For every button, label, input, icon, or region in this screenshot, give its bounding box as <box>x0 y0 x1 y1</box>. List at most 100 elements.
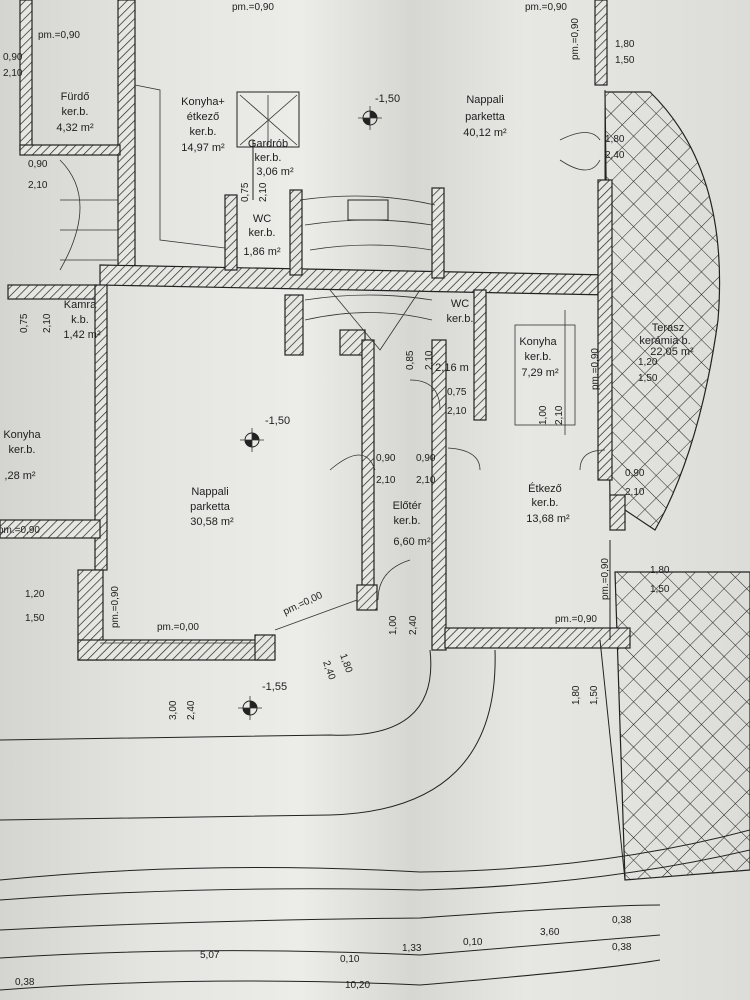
room-area: 22,05 m² <box>650 346 694 358</box>
dimension-label: 1,50 <box>25 613 45 624</box>
garden-path <box>0 639 750 991</box>
dimension-label: 3,00 <box>168 700 179 720</box>
dimension-label: 0,38 <box>612 942 632 953</box>
dimension-label: 2,40 <box>605 150 625 161</box>
room-floor: ker.b. <box>532 497 559 509</box>
dimension-label: pm.=0,90 <box>0 525 40 536</box>
dimension-label: pm.=0,90 <box>38 30 80 41</box>
room-floor: kerámia b. <box>639 335 690 347</box>
dimension-label: pm.=0,90 <box>110 586 121 628</box>
dimension-label: pm.=0,90 <box>232 2 274 13</box>
dimension-label: 0,90 <box>416 453 436 464</box>
dimension-label: 0,75 <box>19 313 30 333</box>
dimension-labels: pm.=0,90 0,90 2,10 0,90 2,10 0,75 2,10 0… <box>0 2 670 720</box>
room-floor: ker.b. <box>249 227 276 239</box>
room-name: Konyha <box>3 429 41 441</box>
room-name: Nappali <box>466 94 503 106</box>
dimension-label: pm.=0,90 <box>525 2 567 13</box>
dimension-label: 3,60 <box>540 927 560 938</box>
dimension-label: 0,75 <box>447 387 467 398</box>
dimension-label: 1,50 <box>638 373 658 384</box>
level-value: -1,50 <box>375 93 400 105</box>
room-floor: ker.b. <box>190 126 217 138</box>
walls <box>0 0 631 661</box>
room-area: 13,68 m² <box>526 513 570 525</box>
dimension-label: pm.=0,90 <box>555 614 597 625</box>
room-labels: Fürdő ker.b. 4,32 m² Konyha+ étkező ker.… <box>3 91 694 548</box>
dimension-label: 1,80 <box>605 134 625 145</box>
dimension-label: 5,07 <box>200 950 220 961</box>
level-markers <box>238 106 382 720</box>
dimension-label: pm.=0,90 <box>570 18 581 60</box>
dimension-label: 2,10 <box>376 475 396 486</box>
room-area: 3,06 m² <box>256 166 294 178</box>
room-area: 1,42 m² <box>63 329 101 341</box>
dimension-label: pm.=0,90 <box>600 558 611 600</box>
dimension-label: 1,33 <box>402 943 422 954</box>
room-name: étkező <box>187 111 219 123</box>
dimension-label: 2,10 <box>416 475 436 486</box>
dimension-label: 2,10 <box>625 487 645 498</box>
dimension-label: 0,90 <box>376 453 396 464</box>
dimension-label: 0,90 <box>28 159 48 170</box>
dimension-label: 1,50 <box>589 685 600 705</box>
room-name: WC <box>253 213 271 225</box>
dimension-label: 0,75 <box>240 182 251 202</box>
terrace-upper <box>604 91 721 531</box>
level-marker-icon <box>358 106 382 130</box>
dimension-label: 1,80 <box>571 685 582 705</box>
level-value: -1,50 <box>265 415 290 427</box>
room-floor: k.b. <box>71 314 89 326</box>
room-name: WC <box>451 298 469 310</box>
room-floor: ker.b. <box>447 313 474 325</box>
dimension-label: 0,85 <box>405 350 416 370</box>
dimension-label: 2,10 <box>42 313 53 333</box>
room-name: Étkező <box>528 482 562 495</box>
dimension-label: 10,20 <box>345 980 370 991</box>
level-values: -1,50 -1,50 -1,55 <box>262 93 400 693</box>
dimension-label: 2,10 <box>554 405 565 425</box>
dimension-label: 1,80 <box>615 39 635 50</box>
dimension-label: 2,40 <box>408 615 419 635</box>
dimension-label: pm.=0,00 <box>157 622 199 633</box>
room-area: 30,58 m² <box>190 516 234 528</box>
dimension-label: pm.=0,90 <box>590 348 601 390</box>
room-area: 6,60 m² <box>393 536 431 548</box>
level-marker-icon <box>240 428 264 452</box>
dimension-label: 0,38 <box>15 977 35 988</box>
room-floor: parketta <box>190 501 231 513</box>
terrace-lower <box>614 571 750 881</box>
dimension-label: 2,10 <box>258 182 269 202</box>
room-name: Konyha+ <box>181 96 225 108</box>
room-area: ,28 m² <box>4 470 36 482</box>
room-name: Előtér <box>393 500 422 512</box>
dimension-label: 2,10 <box>28 180 48 191</box>
room-name: Fürdő <box>61 91 90 103</box>
dimension-label: 0,10 <box>340 954 360 965</box>
dimension-label: 2,10 <box>3 68 23 79</box>
dimension-label: pm.=0,00 <box>282 590 325 618</box>
dimension-label: 1,00 <box>388 615 399 635</box>
room-area: 1,86 m² <box>243 246 281 258</box>
dimension-label: 1,20 <box>638 357 658 368</box>
floor-outlines <box>59 84 611 644</box>
level-marker-icon <box>238 696 262 720</box>
room-floor: ker.b. <box>394 515 421 527</box>
dimension-label: 1,50 <box>650 584 670 595</box>
room-name: Kamra <box>64 299 97 311</box>
room-floor: ker.b. <box>255 152 282 164</box>
dimension-label: 2,40 <box>186 700 197 720</box>
level-value: -1,55 <box>262 681 287 693</box>
dimension-label: 1,20 <box>25 589 45 600</box>
dimension-label: 2,10 <box>424 350 435 370</box>
room-area: 40,12 m² <box>463 127 507 139</box>
room-floor: ker.b. <box>62 106 89 118</box>
dimension-label: 0,10 <box>463 937 483 948</box>
room-name: Nappali <box>191 486 228 498</box>
dimension-label: 0,90 <box>3 52 23 63</box>
room-floor: ker.b. <box>9 444 36 456</box>
bottom-dimension-chain: 0,38 5,07 0,10 1,33 0,10 3,60 0,38 0,38 … <box>15 915 632 991</box>
room-area: 4,32 m² <box>56 122 94 134</box>
